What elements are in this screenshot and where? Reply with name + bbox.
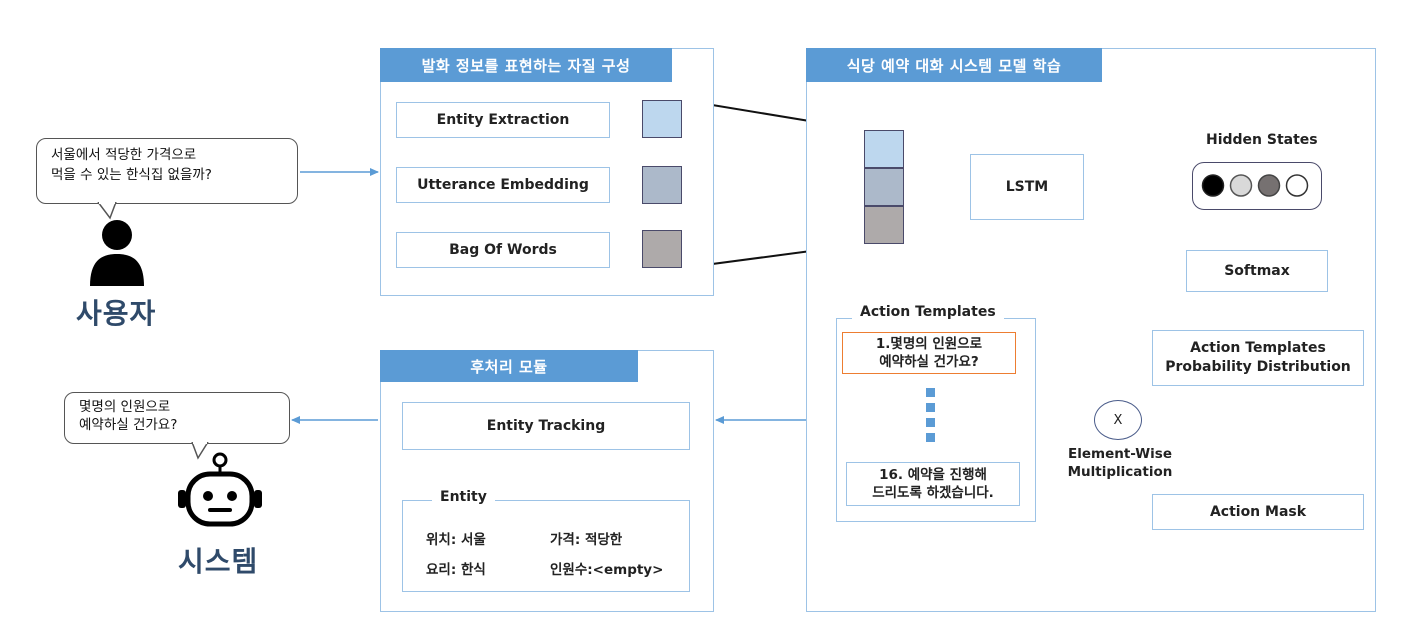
entity-tracking-box: Entity Tracking [402,402,690,450]
entity-frame [402,500,690,592]
utterance-embedding-box: Utterance Embedding [396,167,610,203]
entity-price: 가격: 적당한 [550,532,623,548]
robot-icon [178,452,262,527]
entity-title: Entity [432,489,495,505]
template-first-box: 1.몇명의 인원으로 예약하실 건가요? [842,332,1016,374]
concat-vector-entity [864,130,904,168]
hidden-states-box [1192,162,1322,210]
multiply-symbol: X [1113,412,1123,428]
template-last-line1: 16. 예약을 진행해 [879,466,987,483]
feature-panel-title: 발화 정보를 표현하는 자질 구성 [380,48,672,82]
embedding-feature-vector [642,166,682,204]
system-speech-bubble: 몇명의 인원으로 예약하실 건가요? [64,392,290,444]
entity-feature-vector [642,100,682,138]
multiply-label: Element-Wise Multiplication [1052,446,1188,481]
softmax-box: Softmax [1186,250,1328,292]
multiply-label-line1: Element-Wise [1068,446,1172,462]
training-panel-title: 식당 예약 대화 시스템 모델 학습 [806,48,1102,82]
user-utterance-line1: 서울에서 적당한 가격으로 [51,147,197,163]
template-ellipsis-dots [926,388,936,448]
post-panel-title: 후처리 모듈 [380,350,638,382]
entity-cuisine: 요리: 한식 [426,562,486,578]
prob-dist-line2: Probability Distribution [1165,359,1351,375]
lstm-box: LSTM [970,154,1084,220]
entity-extraction-box: Entity Extraction [396,102,610,138]
template-first-line1: 1.몇명의 인원으로 [875,335,983,352]
entity-people: 인원수:<empty> [550,562,664,578]
action-mask-box: Action Mask [1152,494,1364,530]
user-speech-bubble: 서울에서 적당한 가격으로 먹을 수 있는 한식집 없을까? [36,138,298,204]
action-templates-title: Action Templates [852,304,1004,320]
user-bubble-tail [97,202,117,220]
hidden-states-label: Hidden States [1206,132,1318,148]
user-person-icon [90,220,144,286]
entity-location: 위치: 서울 [426,532,486,548]
system-label: 시스템 [178,545,259,578]
system-response-line2: 예약하실 건가요? [79,417,178,434]
user-label: 사용자 [76,297,157,330]
hidden-state-units [1201,174,1309,197]
system-response-line1: 몇명의 인원으로 [79,399,171,415]
user-utterance-line2: 먹을 수 있는 한식집 없을까? [51,166,212,183]
concat-vector-bow [864,206,904,244]
template-last-box: 16. 예약을 진행해 드리도록 하겠습니다. [846,462,1020,506]
bag-of-words-box: Bag Of Words [396,232,610,268]
concat-vector-embedding [864,168,904,206]
probability-distribution-box: Action Templates Probability Distributio… [1152,330,1364,386]
prob-dist-line1: Action Templates [1190,340,1326,357]
template-last-line2: 드리도록 하겠습니다. [872,485,994,501]
bow-feature-vector [642,230,682,268]
multiply-label-line2: Multiplication [1067,463,1173,480]
system-bubble-tail [191,442,209,460]
template-first-line2: 예약하실 건가요? [879,354,979,370]
multiply-circle: X [1094,400,1142,440]
